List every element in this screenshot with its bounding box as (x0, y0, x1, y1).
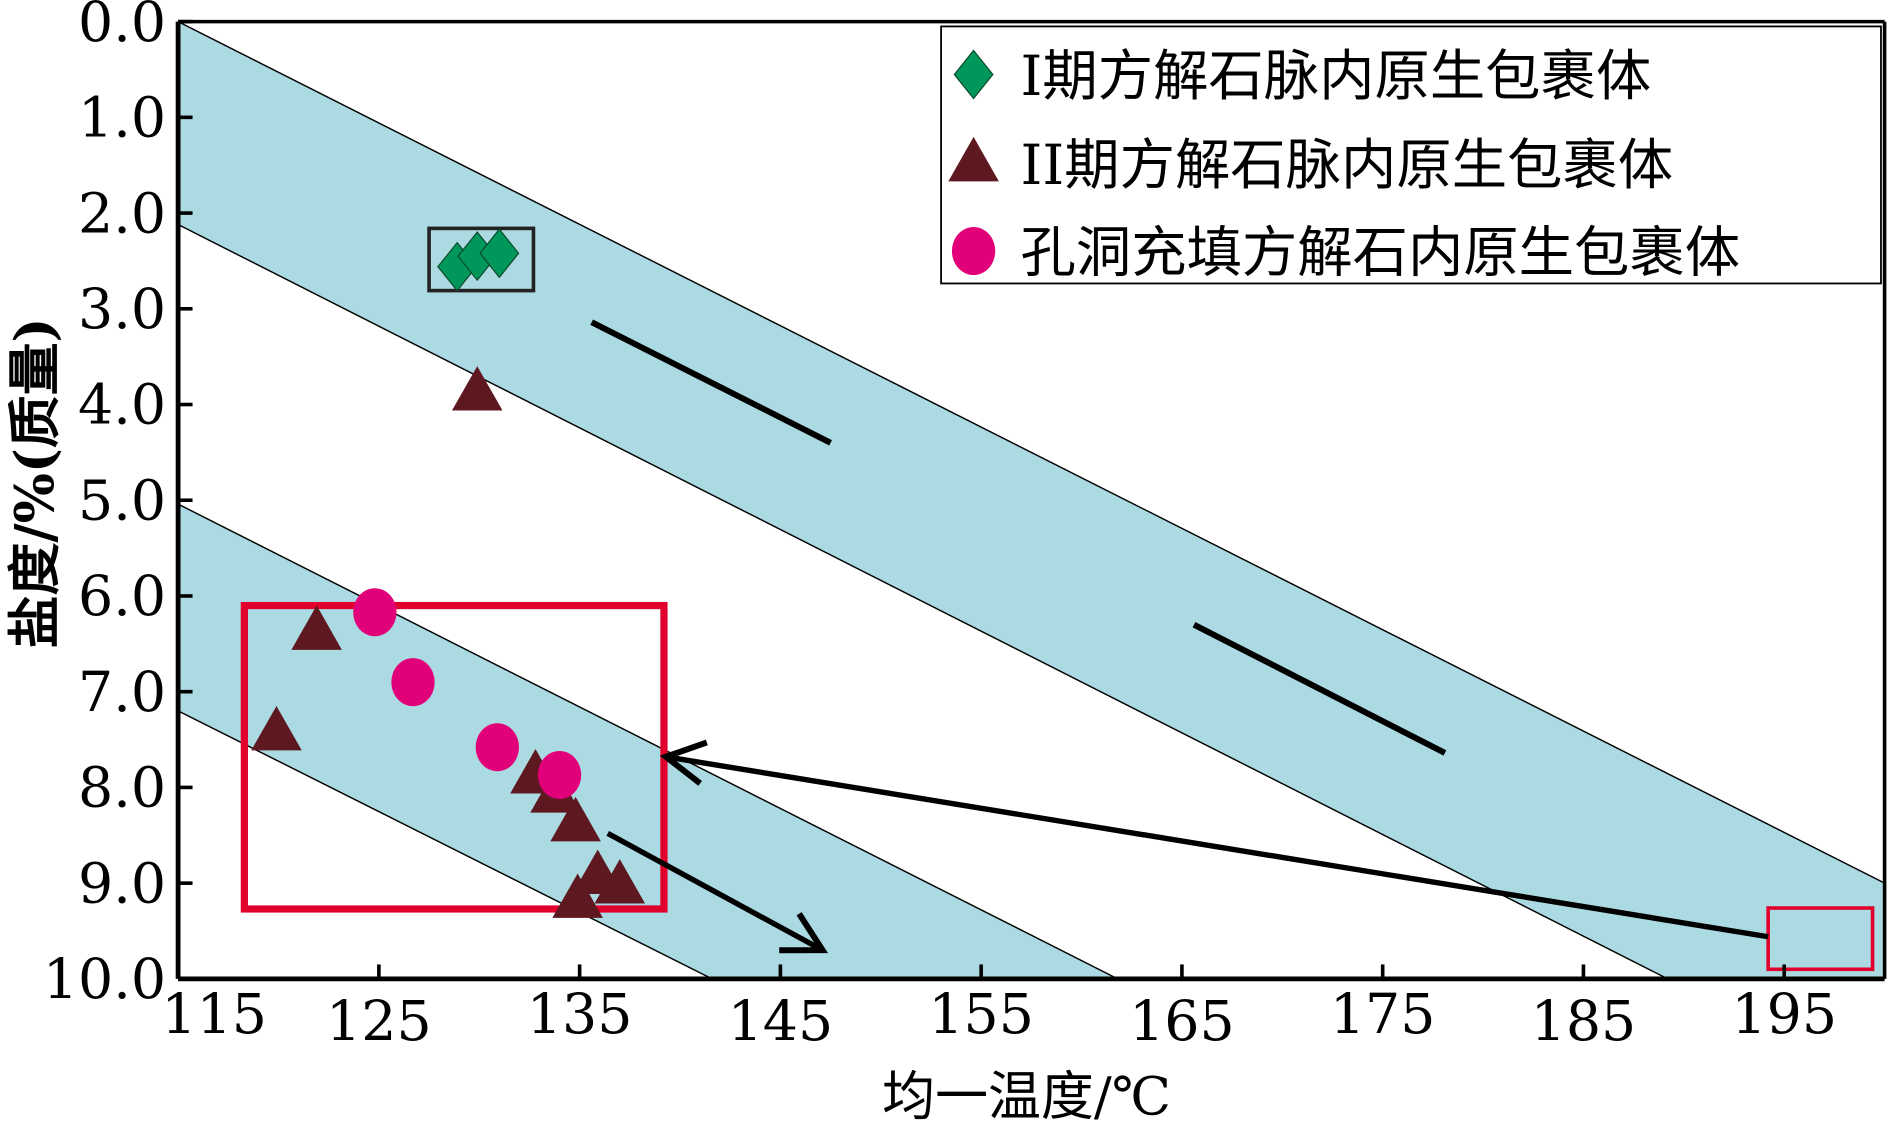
data-point-triangle (550, 796, 601, 842)
data-point-circle (537, 750, 582, 799)
x-tick-label: 185 (1531, 990, 1637, 1054)
data-point-circle (391, 658, 435, 707)
legend-label: II期方解石脉内原生包裹体 (1021, 134, 1674, 198)
legend-marker-triangle (948, 136, 999, 182)
data-point-triangle (251, 705, 302, 751)
x-axis-title: 均一温度/℃ (882, 1067, 1171, 1128)
y-tick-label: 10.0 (43, 948, 166, 1012)
legend-marker-circle (951, 227, 996, 276)
x-tick-label: 155 (928, 983, 1034, 1047)
arrow-2-head (659, 739, 708, 786)
x-tick-label: 125 (326, 990, 432, 1054)
data-point-triangle (594, 859, 646, 904)
trend-line-2 (1192, 622, 1447, 756)
data-point-circle (475, 723, 519, 772)
data-point-triangle (291, 605, 342, 650)
highlight-box-1 (427, 226, 536, 293)
data-point-diamond (479, 228, 520, 279)
y-tick-label: 9.0 (78, 852, 166, 916)
x-tick-label: 115 (161, 983, 267, 1047)
legend-label: 孔洞充填方解石内原生包裹体 (1021, 221, 1741, 285)
arrow-2-shaft (665, 754, 1769, 940)
x-tick-label: 135 (527, 983, 633, 1047)
y-tick-label: 8.0 (78, 757, 166, 821)
y-tick-label: 3.0 (78, 278, 166, 342)
x-tick-label: 145 (728, 990, 834, 1054)
band-1-upper-line (178, 21, 1885, 884)
x-tick-label: 165 (1129, 990, 1235, 1054)
arrow-1-shaft (606, 830, 824, 953)
highlight-box-3 (1766, 906, 1875, 972)
data-point-triangle (552, 873, 603, 918)
bands-layer (178, 21, 1885, 979)
band-1-lower-line (178, 223, 1669, 979)
y-tick-label: 0.0 (78, 0, 166, 55)
x-tick-label: 175 (1330, 983, 1436, 1047)
band-2-lower-line (178, 710, 713, 979)
trend-line-1 (590, 319, 832, 446)
data-point-triangle (451, 366, 503, 411)
x-tick-label: 195 (1731, 983, 1837, 1047)
y-tick-label: 1.0 (78, 87, 166, 151)
y-tick-label: 5.0 (78, 470, 166, 534)
y-axis-title: 盐度/%(质量) (4, 317, 66, 648)
y-tick-label: 6.0 (78, 565, 166, 629)
y-tick-label: 7.0 (78, 661, 166, 725)
y-tick-label: 4.0 (78, 374, 166, 438)
legend-box (940, 25, 1882, 285)
legend-marker-diamond (953, 49, 994, 100)
y-tick-label: 2.0 (78, 182, 166, 246)
band-2-upper-line (178, 503, 1119, 979)
points-layer (251, 228, 646, 918)
legend-label: I期方解石脉内原生包裹体 (1021, 45, 1652, 109)
arrow-1-head (779, 912, 829, 954)
annotations-layer (240, 226, 1875, 972)
data-point-circle (353, 588, 397, 637)
band-1 (178, 21, 1885, 979)
